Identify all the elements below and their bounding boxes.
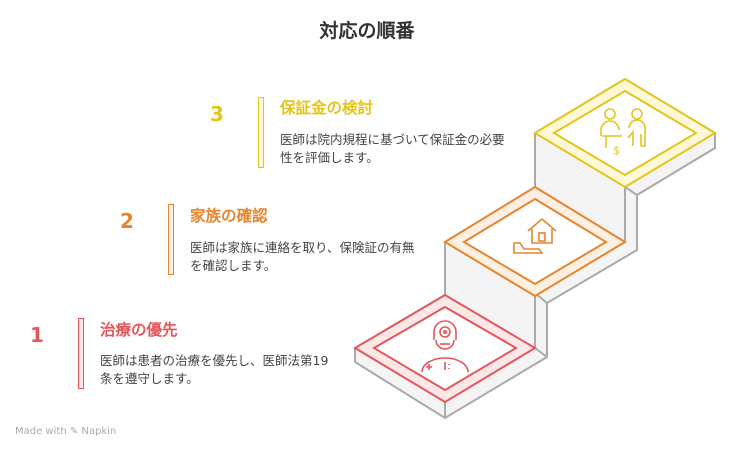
step-3-platform: $ — [533, 77, 717, 189]
step-3-bar — [258, 97, 264, 168]
step-1-platform — [353, 293, 537, 404]
step-2-heading: 家族の確認 — [190, 207, 268, 225]
step-1-heading: 治療の優先 — [100, 321, 178, 339]
step-2-bar — [168, 204, 174, 275]
step-2-description: 医師は家族に連絡を取り、保険証の有無を確認します。 — [190, 240, 415, 273]
svg-text:$: $ — [613, 144, 620, 157]
step-1-description: 医師は患者の治療を優先し、医師法第19条を遵守します。 — [100, 353, 329, 386]
step-1-bar — [78, 318, 84, 389]
step-3-heading: 保証金の検討 — [280, 99, 374, 117]
doctor-icon — [421, 320, 469, 373]
home-care-icon — [513, 217, 557, 254]
napkin-watermark: Made with ✎ Napkin — [15, 426, 117, 437]
step-3-number: 3 — [210, 102, 224, 126]
payment-people-icon: $ — [600, 108, 646, 157]
diagram-title: 対応の順番 — [319, 20, 415, 42]
step-1-number: 1 — [30, 323, 44, 347]
step-3-description: 医師は院内規程に基づいて保証金の必要性を評価します。 — [280, 132, 505, 165]
step-2-number: 2 — [120, 209, 134, 233]
step-2-platform — [443, 185, 627, 298]
